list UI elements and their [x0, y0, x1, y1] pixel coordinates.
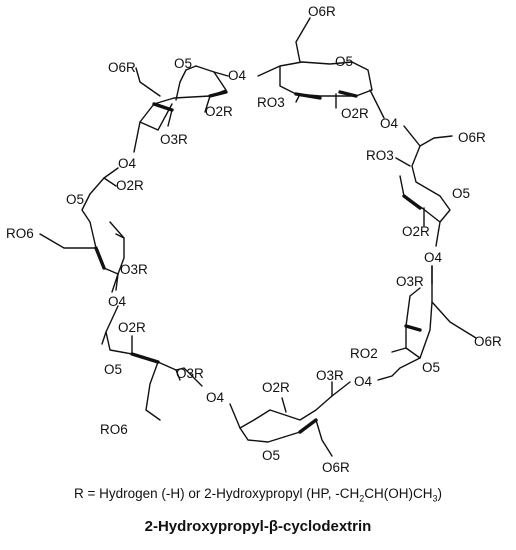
unit-5-o3-label: O3R	[316, 368, 344, 383]
unit-5-o2-label: O2R	[262, 380, 290, 395]
unit-5-o6-label: O6R	[322, 460, 350, 475]
unit-1-o4-label: O4	[228, 68, 247, 83]
unit-5-o4-label: O4	[206, 390, 225, 405]
unit-2-o5-label: O5	[335, 54, 353, 69]
unit-4-o2-label: RO2	[350, 346, 378, 361]
unit-3-o2-label: O2R	[402, 224, 430, 239]
unit-4-o3-label: O3R	[396, 274, 424, 289]
legend-text-part-3: )	[437, 486, 442, 501]
unit-1-o6-label: O6R	[108, 60, 136, 75]
unit-2-o6-label: O6R	[308, 4, 336, 19]
unit-2-o3-label: RO3	[257, 95, 285, 110]
glucose-unit-1: O6R O5 O2R O3R O4	[108, 56, 247, 153]
unit-2-o4-label: O4	[380, 116, 399, 131]
glucose-unit-5: O6R O5 O2R O3R O4	[206, 368, 351, 475]
unit-4-o5-label: O5	[422, 360, 440, 375]
legend-subscript-3: 3	[432, 493, 438, 504]
unit-6-o2-label: O2R	[118, 320, 146, 335]
unit-6-o3-label: O3R	[176, 366, 204, 381]
unit-6-o5-label: O5	[104, 362, 122, 377]
unit-4-o6-label: O6R	[474, 334, 502, 349]
substituent-legend: R = Hydrogen (-H) or 2-Hydroxypropyl (HP…	[0, 486, 516, 504]
cyclodextrin-ring-svg: O6R O5 O2R O3R O4 O6R O5 O2R RO3 O4 O6R …	[6, 4, 502, 475]
unit-4-o4-label: O4	[354, 374, 373, 389]
unit-7-o4-label: O4	[118, 156, 137, 171]
glucose-unit-2: O6R O5 O2R RO3 O4	[257, 4, 399, 131]
unit-7-o3-label: O3R	[120, 262, 148, 277]
glucose-unit-3: O6R O5 O2R RO3 O4	[366, 125, 486, 265]
glucose-unit-6: RO6 O5 O2R O3R O4	[100, 294, 204, 437]
unit-3-o4-label: O4	[424, 250, 443, 265]
unit-3-o6-label: O6R	[458, 130, 486, 145]
unit-1-o3-label: O3R	[160, 132, 188, 147]
unit-7-o6-label: RO6	[6, 226, 34, 241]
glucose-unit-7: RO6 O5 O2R O3R O4	[6, 156, 148, 293]
glucose-unit-4: O6R O5 RO2 O3R O4	[350, 265, 502, 389]
unit-3-o5-label: O5	[452, 186, 470, 201]
unit-2-o2-label: O2R	[341, 106, 369, 121]
unit-1-o5-label: O5	[174, 56, 192, 71]
compound-title: 2-Hydroxypropyl-β-cyclodextrin	[144, 518, 372, 535]
unit-5-o5-label: O5	[262, 448, 280, 463]
legend-text-part-1: R = Hydrogen (-H) or 2-Hydroxypropyl (HP…	[74, 486, 360, 501]
unit-6-o4-label: O4	[108, 294, 127, 309]
unit-7-o5-label: O5	[66, 192, 84, 207]
unit-6-o6-label: RO6	[100, 422, 128, 437]
unit-1-o2-label: O2R	[205, 104, 233, 119]
unit-7-o2-label: O2R	[116, 178, 144, 193]
legend-subscript-2: 2	[359, 493, 365, 504]
unit-3-o3-label: RO3	[366, 148, 394, 163]
legend-text-part-2: CH(OH)CH	[364, 486, 433, 501]
